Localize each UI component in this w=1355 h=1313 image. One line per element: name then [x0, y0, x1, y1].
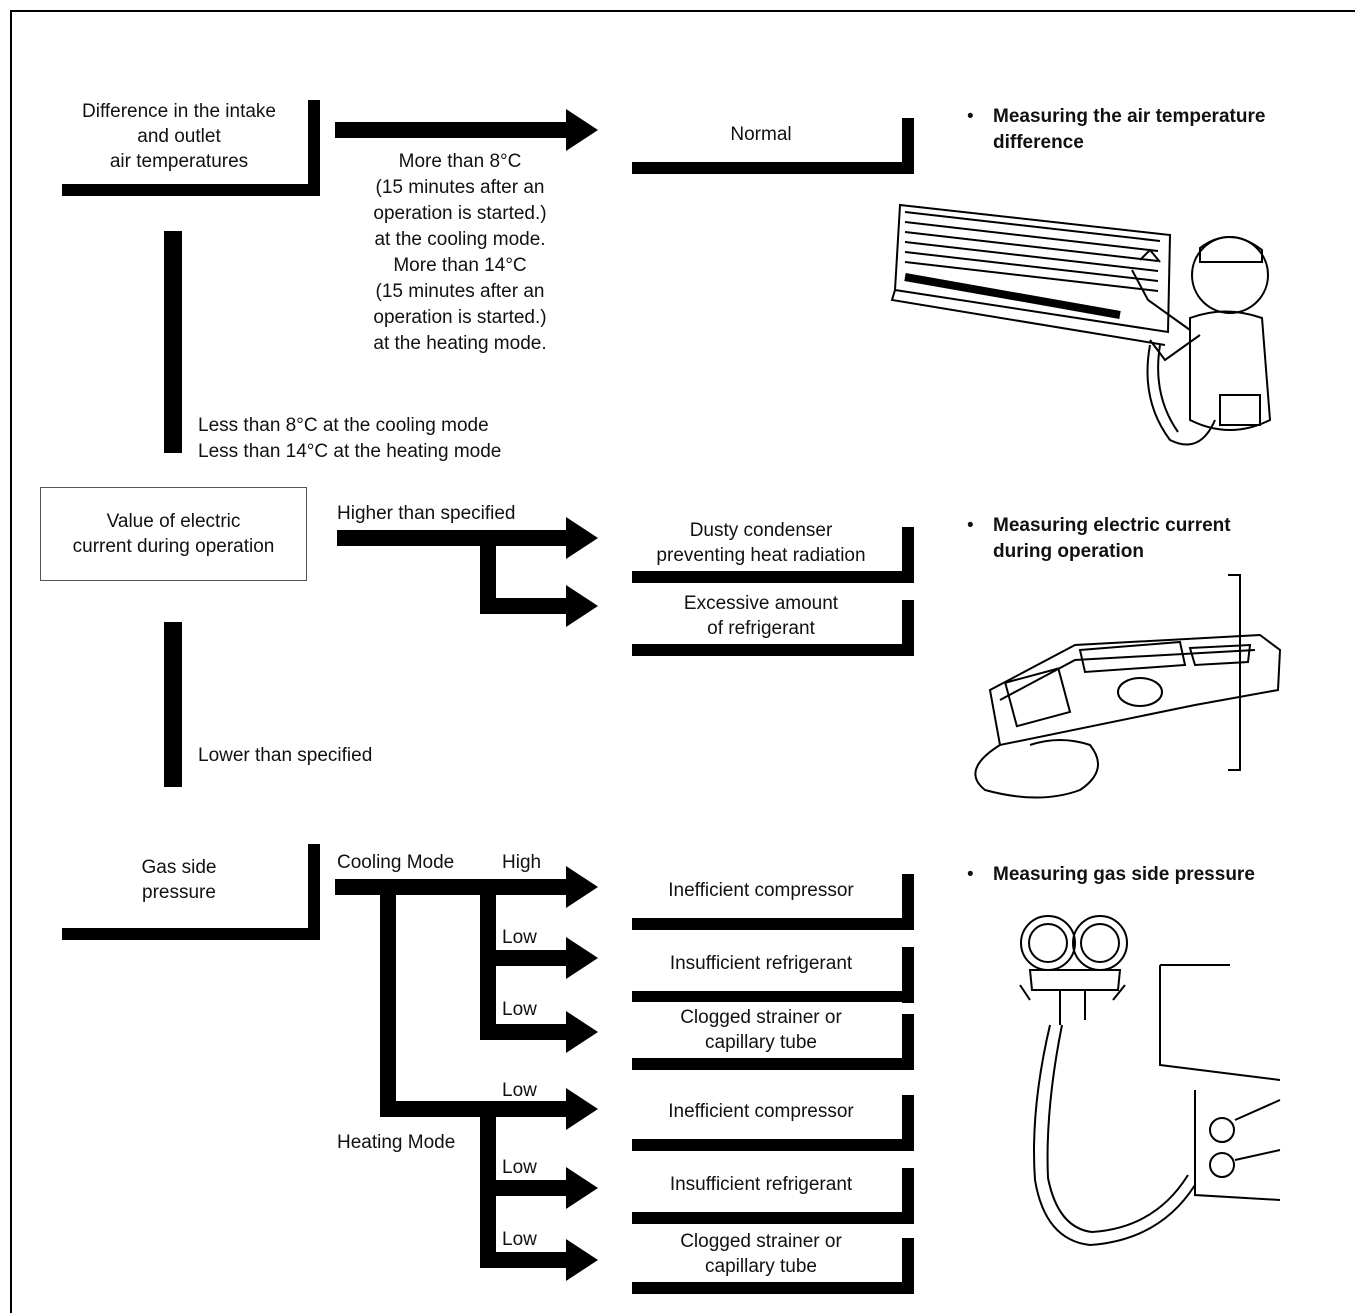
result-heating-insufficient-refrigerant: Insufficient refrigerant: [620, 1156, 902, 1212]
label-higher-than-specified: Higher than specified: [337, 503, 516, 524]
result-heating-clogged-strainer: Clogged strainer or capillary tube: [620, 1226, 902, 1282]
result-dusty-condenser: Dusty condenser preventing heat radiatio…: [620, 515, 902, 571]
label-low-1: Low: [502, 927, 537, 948]
note-electric-current: Measuring electric current during operat…: [967, 513, 1231, 565]
result-normal: Normal: [620, 106, 902, 162]
label-low-3: Low: [502, 1080, 537, 1101]
label-cooling-mode: Cooling Mode: [337, 852, 455, 873]
label-less-than-condition: Less than 8°C at the cooling mode Less t…: [198, 415, 502, 462]
label-heating-mode: Heating Mode: [337, 1132, 456, 1153]
result-heating-inefficient-compressor: Inefficient compressor: [620, 1083, 902, 1139]
label-lower-than-specified: Lower than specified: [198, 745, 373, 766]
box-gas-side-pressure: Gas side pressure: [50, 832, 308, 928]
note-gas-pressure: Measuring gas side pressure: [967, 862, 1255, 888]
box-electric-current: Value of electric current during operati…: [40, 487, 307, 581]
label-low-4: Low: [502, 1157, 537, 1178]
label-low-2: Low: [502, 999, 537, 1020]
label-high: High: [502, 852, 542, 873]
result-cooling-clogged-strainer: Clogged strainer or capillary tube: [620, 1002, 902, 1058]
diagram-frame: [10, 10, 1355, 1313]
result-cooling-insufficient-refrigerant: Insufficient refrigerant: [620, 935, 902, 991]
result-cooling-inefficient-compressor: Inefficient compressor: [620, 862, 902, 918]
box-air-temperature-difference: Difference in the intake and outlet air …: [50, 88, 308, 184]
label-low-5: Low: [502, 1229, 537, 1250]
flow-bar-down-1: [164, 231, 182, 453]
result-excessive-refrigerant: Excessive amount of refrigerant: [620, 588, 902, 644]
label-more-than-condition: More than 8°C (15 minutes after an opera…: [373, 151, 547, 354]
flow-bar-down-2: [164, 622, 182, 787]
note-air-temperature: Measuring the air temperature difference: [967, 104, 1265, 156]
